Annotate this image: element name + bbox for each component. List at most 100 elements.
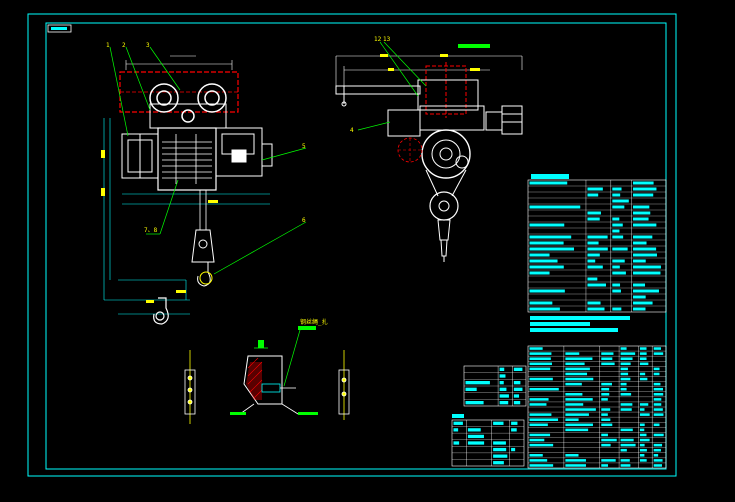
part-no-13: 13 (383, 36, 391, 43)
title-block-table-cell-text (529, 398, 549, 401)
parameter-table-cell-text (529, 241, 564, 245)
bill-of-materials-table-cell-text (511, 447, 516, 452)
outer-border (27, 13, 677, 477)
title-block-table-cell-text (529, 418, 559, 421)
part-no-4: 4 (350, 127, 354, 134)
title-block-table-cell-text (565, 357, 593, 360)
side-dim-ticks (380, 44, 490, 71)
bill-of-materials-table-cell-text (493, 421, 504, 425)
bill-of-materials-table-cell-text (453, 441, 460, 445)
title-block-table-cell-text (601, 393, 610, 396)
front-leaders (109, 46, 307, 275)
parameter-table-cell-text (612, 283, 621, 287)
parameter-table-cell-text (529, 265, 564, 269)
title-block-table-cell-text (653, 347, 661, 350)
title-block-table-cell-text (565, 403, 584, 406)
legend-table-cell-text (513, 401, 521, 405)
legend-table-cell-text (465, 401, 484, 405)
title-block-table-cell-text (639, 428, 645, 432)
parameter-table-cell-text (633, 205, 650, 209)
title-block-table-cell-text (620, 377, 631, 381)
parameter-table-cell-text (587, 211, 601, 215)
parameter-table-cell-text (633, 181, 654, 185)
title-block-table-cell-text (529, 377, 553, 381)
bill-of-materials-table-cell-text (493, 447, 507, 452)
title-block-table-cell-text (620, 387, 627, 391)
title-block-table-cell-text (639, 413, 650, 416)
parameter-table-title (531, 174, 569, 179)
front-view: 1 2 3 5 6 7、8 (101, 42, 307, 325)
parameter-table-cell-text (587, 265, 603, 269)
parameter-table-cell-text (587, 277, 598, 281)
section-detail: 钢丝绳_扎 (230, 318, 328, 415)
technical-note-3 (530, 328, 618, 332)
title-block-table-cell-text (620, 438, 634, 442)
parameter-table-cell-text (587, 301, 601, 305)
title-block-table-cell-text (565, 464, 586, 467)
parameter-table-cell-text (633, 187, 657, 191)
parameter-table-cell-text (587, 253, 600, 257)
parameter-table-cell-text (633, 247, 657, 251)
title-block-table-cell-text (601, 357, 613, 360)
title-block-table-cell-text (653, 443, 663, 447)
parameter-table-cell-text (587, 235, 608, 239)
legend-table-cell-text (513, 394, 520, 398)
title-block-table-cell-text (620, 372, 629, 376)
title-block-table-cell-text (565, 377, 594, 381)
title-block-table-cell-text (601, 418, 611, 421)
title-block-table-cell-text (653, 433, 664, 437)
parameter-table-cell-text (612, 247, 628, 251)
front-part-numbers: 1 2 3 5 6 7、8 (106, 42, 306, 234)
parameter-table-cell-text (633, 301, 653, 305)
title-block-table-cell-text (529, 454, 543, 457)
bill-of-materials-table-cell-text (511, 428, 517, 432)
title-block-table-cell-text (620, 443, 636, 447)
parameter-table-cell-text (529, 223, 565, 227)
parameter-table-cell-text (633, 193, 654, 197)
title-block-table-cell-text (639, 347, 647, 350)
parameter-table-cell-text (612, 193, 621, 197)
parameter-table-cell-text (529, 259, 558, 263)
title-block-table-cell-text (601, 387, 610, 391)
legend-table-cell-text (499, 381, 504, 385)
title-block-table-cell-text (639, 362, 649, 366)
title-block-table-cell-text (565, 413, 589, 416)
parameter-table-cell-text (633, 289, 659, 293)
title-block-table-cell-text (653, 387, 663, 391)
title-block-table-cell-text (620, 347, 627, 350)
parameter-table-cell-text (529, 271, 550, 275)
title-block-table-cell-text (620, 448, 627, 452)
title-block-table-cell-text (565, 362, 585, 366)
title-block-table-cell-text (639, 438, 650, 442)
title-block-table-cell-text (601, 413, 608, 416)
title-block-table-cell-text (601, 459, 616, 462)
title-block-table-cell-text (529, 352, 552, 355)
bill-of-materials-table-cell-text (467, 434, 484, 439)
parameter-table-cell-text (633, 295, 646, 299)
title-block-table-cell-text (653, 454, 659, 457)
title-block-table-cell-text (601, 433, 608, 437)
bill-of-materials-table-cell-text (511, 421, 518, 425)
trolley-wheels (149, 83, 227, 123)
side-leaders (357, 41, 427, 131)
title-block-table-cell-text (639, 454, 645, 457)
title-block-table-cell-text (639, 433, 647, 437)
technical-note-2 (530, 322, 590, 326)
bill-of-materials-table-cell-text (493, 454, 508, 458)
title-block-table-cell-text (529, 347, 543, 350)
title-block-table-cell-text (620, 362, 631, 366)
parameter-table-cell-text (587, 193, 599, 197)
title-block-table-cell-text (620, 393, 632, 396)
title-block-table-cell-text (653, 459, 663, 462)
title-block-table-cell-text (639, 352, 647, 355)
title-block-table-cell-text (601, 362, 615, 366)
title-block-table-cell-text (529, 438, 545, 442)
part-no-3: 3 (146, 42, 150, 49)
hook-block (191, 229, 215, 287)
parameter-table-cell-text (633, 211, 651, 215)
side-girder (335, 85, 421, 107)
parameter-table-cell-text (587, 283, 606, 287)
title-block-table-cell-text (565, 367, 590, 371)
title-block-table-cell-text (529, 464, 554, 467)
